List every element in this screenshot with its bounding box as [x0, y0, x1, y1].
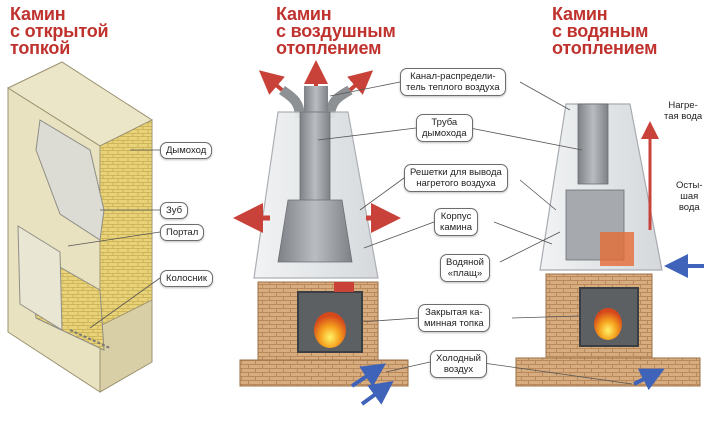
title-open-line-3: топкой	[10, 38, 71, 58]
leader-cold-air-right	[475, 361, 633, 385]
leader-body	[363, 221, 435, 249]
air-heat-exchanger	[277, 199, 353, 263]
label-air-channel-line-2: тель теплого воздуха	[406, 82, 500, 93]
title-water-line-3: отоплением	[552, 38, 658, 58]
water-hot-coil	[600, 232, 634, 266]
leader-closed-firebox-right	[511, 315, 581, 319]
leader-grilles	[359, 177, 405, 211]
water-inner-flue	[577, 103, 609, 185]
cold-air-arrow-1	[350, 363, 386, 388]
cold-air-arrow-2	[360, 380, 394, 406]
label-flue-pipe: Труба дымохода	[416, 114, 473, 142]
title-water-heating: Камин с водяным отоплением	[552, 4, 658, 58]
label-cooled-water-line-2: шая	[680, 191, 699, 202]
label-heated-water: Нагре- тая вода	[664, 100, 702, 122]
title-water-line-2: с водяным	[552, 21, 649, 41]
air-fireplace-figure	[239, 85, 409, 387]
label-water-jacket-line-2: «плащ»	[447, 268, 483, 279]
label-air-channel: Канал-распредели- тель теплого воздуха	[400, 68, 506, 96]
title-air-line-3: отоплением	[276, 38, 382, 58]
label-closed-firebox: Закрытая ка- минная топка	[418, 304, 490, 332]
leader-body-right	[493, 221, 553, 245]
label-grate: Колосник	[160, 270, 214, 287]
label-flue-pipe-line-1: Труба	[431, 117, 458, 128]
label-cooled-water-line-3: вода	[678, 202, 700, 213]
hot-air-arrow-up-left	[258, 70, 285, 95]
hot-air-arrow-up-right	[347, 70, 374, 95]
label-water-jacket: Водяной «плащ»	[440, 254, 490, 282]
leader-water-jacket	[499, 231, 561, 263]
label-flue-pipe-line-2: дымохода	[422, 128, 467, 139]
title-open-line-1: Камин	[10, 4, 66, 24]
cold-air-arrow-3	[633, 368, 665, 391]
air-inner-flue	[299, 111, 331, 203]
title-air-line-1: Камин	[276, 4, 332, 24]
label-cold-air: Холодный воздух	[430, 350, 487, 378]
title-water-line-1: Камин	[552, 4, 608, 24]
label-fireplace-body-line-2: камина	[440, 222, 473, 233]
airflow-arrows	[233, 60, 704, 406]
air-top-vent	[334, 282, 354, 292]
air-fireplace-plinth	[239, 359, 409, 387]
label-portal: Портал	[160, 224, 205, 241]
leader-lines	[67, 81, 633, 385]
label-grilles: Решетки для вывода нагретого воздуха	[404, 164, 508, 192]
leader-channel-right	[519, 81, 571, 111]
open-fireplace-hood	[35, 119, 105, 241]
title-air-heating: Камин с воздушным отоплением	[276, 4, 396, 58]
label-cold-air-line-1: Холодный	[436, 353, 481, 364]
label-fireplace-body-line-1: Корпус	[440, 211, 472, 222]
label-fireplace-body: Корпус камина	[434, 208, 479, 236]
title-open-line-2: с открытой	[10, 21, 109, 41]
open-fireplace-opening	[17, 225, 63, 331]
label-grilles-line-2: нагретого воздуха	[416, 178, 496, 189]
leader-grate	[89, 277, 161, 329]
water-fireplace-figure	[515, 103, 701, 387]
air-fire	[314, 312, 346, 348]
label-heated-water-line-1: Нагре-	[668, 100, 698, 111]
leader-portal	[67, 231, 161, 247]
water-fireplace-plinth	[515, 357, 701, 387]
label-water-jacket-line-1: Водяной	[446, 257, 484, 268]
label-closed-firebox-line-1: Закрытая ка-	[425, 307, 483, 318]
open-fireplace-chimney-wall	[99, 119, 153, 327]
leader-closed-firebox	[359, 317, 419, 323]
label-cooled-water-line-1: Осты-	[676, 180, 703, 191]
open-fireplace-grate-line	[69, 329, 111, 349]
label-heated-water-line-2: тая вода	[664, 111, 703, 122]
leader-cold-air	[385, 361, 431, 373]
label-air-channel-line-1: Канал-распредели-	[410, 71, 496, 82]
label-closed-firebox-line-2: минная топка	[424, 318, 484, 329]
water-fire	[594, 308, 622, 340]
open-fireplace-figure	[6, 61, 154, 393]
label-grilles-line-1: Решетки для вывода	[410, 167, 502, 178]
leader-flue-pipe	[317, 127, 417, 141]
leader-channel	[329, 81, 401, 97]
label-tooth: Зуб	[160, 202, 189, 219]
title-air-line-2: с воздушным	[276, 21, 396, 41]
leader-flue-pipe-right	[469, 127, 583, 151]
label-chimney: Дымоход	[160, 142, 213, 159]
title-open-firebox: Камин с открытой топкой	[10, 4, 109, 58]
label-cold-air-line-2: воздух	[443, 364, 474, 375]
leader-grilles-right	[519, 179, 557, 211]
label-cooled-water: Осты- шая вода	[676, 180, 702, 213]
